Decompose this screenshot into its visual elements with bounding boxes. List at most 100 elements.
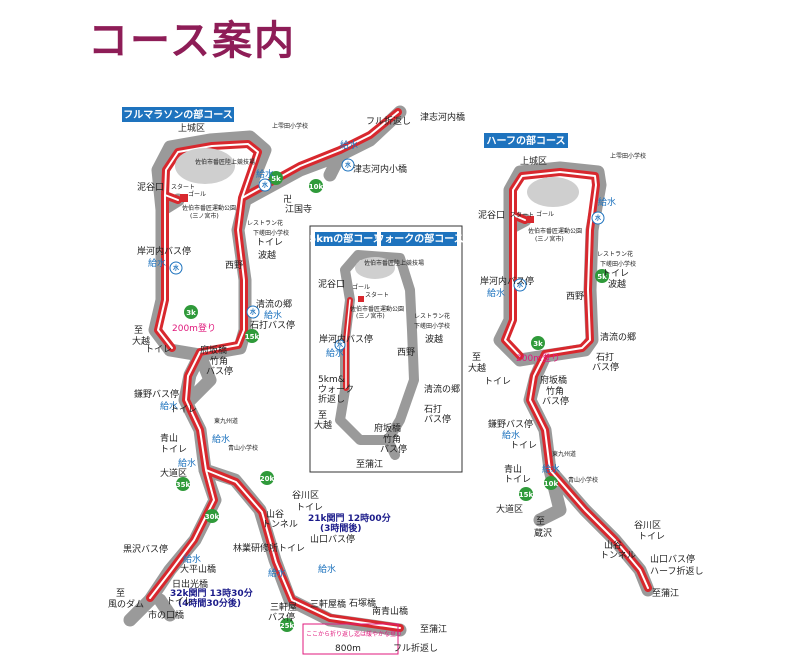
label-full-kurosawa-bus: 黒沢バス停: [123, 543, 168, 555]
label-tsushikouchi-small: 津志河内小橋: [353, 163, 407, 175]
half-label-kamano-bus: 鎌野バス停: [488, 418, 533, 430]
full-course-section: フルマラソンの部コース 3k 5k 10k 15k 20k 25k 30k 35…: [108, 105, 465, 655]
label-full-kamano-bus: 鎌野バス停: [134, 388, 179, 400]
half-label-aoyama: 青山: [504, 463, 522, 475]
five-label-goal: ゴール: [352, 283, 370, 291]
half-km-15k: 15k: [519, 487, 534, 501]
svg-text:35k: 35k: [176, 481, 191, 489]
half-km-5k: 5k: [595, 269, 609, 283]
svg-text:30k: 30k: [205, 513, 220, 521]
five-label-turn5: 5km&: [318, 375, 345, 385]
half-label-koshigaguchi: 泥谷口: [478, 210, 505, 221]
svg-text:15k: 15k: [519, 491, 534, 499]
svg-text:水: 水: [337, 341, 344, 349]
half-label-taniguchi: 谷川区: [634, 520, 661, 531]
half-stadium-shape: [527, 177, 579, 207]
walk-header-bg: [381, 232, 457, 246]
label-full-higashikyushu: 東九州道: [214, 417, 238, 425]
label-full-water-b: 給水: [256, 168, 274, 180]
full-km-5k: 5k: [269, 171, 283, 185]
five-label-kishigouchi-bus: 岸河内バス停: [319, 333, 373, 345]
half-label-ooetsu: 大越: [468, 362, 486, 374]
label-full-lower-school: 下嵯田小学校: [253, 229, 289, 237]
half-label-kamishizuku-school: 上雫田小学校: [610, 152, 646, 160]
half-label-kishigouchi-bus: 岸河内バス停: [480, 275, 534, 287]
label-full-yamaguchi-bus: 山口バス停: [310, 533, 355, 545]
svg-text:3k: 3k: [533, 340, 543, 348]
half-header: ハーフの部コース: [487, 134, 566, 147]
full-water-4: 水: [246, 305, 260, 319]
label-full-ichinoguchi: 市の口橋: [148, 609, 184, 621]
half-label-tunnel: トンネル: [600, 550, 636, 561]
svg-text:15k: 15k: [245, 333, 260, 341]
five-course-section: 5kmの部コース ウォークの部コース 水 佐伯市番匠陸上競技場 泥谷口 ゴール …: [309, 225, 464, 473]
label-full-aoyama-school: 青山小学校: [228, 444, 258, 452]
label-full-toilet5: トイレ: [296, 503, 323, 513]
five-header: 5kmの部コース: [309, 232, 383, 245]
label-full-taniguchi: 谷川区: [292, 490, 319, 501]
five-label-ishiuchi: 石打: [424, 403, 442, 415]
label-full-start: スタート: [171, 183, 195, 191]
label-full-toilet1: トイレ: [256, 238, 283, 248]
label-temple-symbol: 卍: [283, 194, 292, 205]
label-full-stadium2: (三ノ宮市): [190, 212, 219, 220]
label-temple-name: 江国寺: [285, 204, 312, 215]
label-full-water-j: 給水: [318, 563, 336, 575]
five-label-restaurant: レストラン花: [414, 312, 450, 320]
half-label-nishino: 西野: [566, 291, 584, 302]
label-full-water-a: 給水: [340, 139, 358, 151]
half-label-stadium: 佐伯市番匠運動公園: [528, 227, 582, 235]
label-full-stadium-field: 佐伯市番匠陸上競技場: [195, 158, 255, 166]
half-label-oodou: 大道区: [496, 503, 523, 515]
label-full-dam: 風のダム: [108, 598, 144, 610]
half-label-toilet1: トイレ: [602, 269, 629, 279]
half-header-bg: [484, 133, 568, 148]
label-full-restaurant: レストラン花: [247, 219, 283, 227]
full-course-header-bg: [122, 107, 234, 122]
label-full-ishiuchi-bus: 石打バス停: [250, 319, 295, 331]
half-label-water-d: 給水: [542, 463, 560, 475]
label-full-toilet6: トイレ: [166, 597, 193, 607]
full-water-1: 水: [258, 178, 272, 192]
half-label-restaurant: レストラン花: [597, 250, 633, 258]
half-label-water-a: 給水: [598, 196, 616, 208]
label-full-shi-ebie: 至蒲江: [420, 623, 447, 635]
full-km-20k: 20k: [260, 471, 275, 485]
five-label-bus-stop: バス停: [424, 413, 451, 425]
label-full-water-h: 給水: [183, 553, 201, 565]
label-full-tunnel: トンネル: [262, 519, 298, 530]
five-label-shi: 至: [318, 410, 327, 421]
full-road-ichinoguchi: [153, 593, 177, 622]
label-full-ooetsu: 大越: [132, 335, 150, 347]
svg-text:5k: 5k: [271, 175, 281, 183]
half-label-kamishiro: 上城区: [520, 156, 547, 167]
half-label-stadium2: (三ノ宮市): [535, 235, 564, 243]
svg-text:水: 水: [173, 264, 180, 272]
five-label-lower-school: 下嵯田小学校: [414, 322, 450, 330]
svg-text:20k: 20k: [260, 475, 275, 483]
svg-text:水: 水: [517, 281, 524, 289]
half-label-water-c: 給水: [502, 429, 520, 441]
label-full-water-e: 給水: [160, 400, 178, 412]
label-full-ohirayama: 大平山橋: [180, 563, 216, 575]
label-full-takekado: 竹角: [210, 355, 228, 367]
five-label-turn5b: ウォーク: [318, 384, 354, 395]
label-full-oodou: 大道区: [160, 467, 187, 479]
label-full-water-f: 給水: [212, 433, 230, 445]
walk-header: ウォークの部コース: [374, 232, 464, 245]
label-full-minamiaoyama: 南青山橋: [372, 605, 408, 617]
full-km-10k: 10k: [309, 179, 324, 193]
label-full-seiryu: 清流の郷: [256, 298, 292, 310]
five-label-takekado: 竹角: [383, 433, 401, 445]
half-label-shi: 至: [472, 352, 481, 363]
label-koshigaguchi: 泥谷口: [137, 182, 164, 193]
half-label-hazu: 波越: [608, 278, 626, 290]
label-full-sangenya-bridge: 三軒屋橋: [310, 598, 346, 610]
svg-text:5k: 5k: [597, 273, 607, 281]
label-full-kishigouchi-bus: 岸河内バス停: [137, 245, 191, 257]
half-start-marker: [527, 216, 534, 223]
page-title: コース案内: [88, 18, 296, 64]
half-label-higashikyushu: 東九州道: [552, 450, 576, 458]
label-gate21b: (3時間後): [320, 522, 362, 534]
